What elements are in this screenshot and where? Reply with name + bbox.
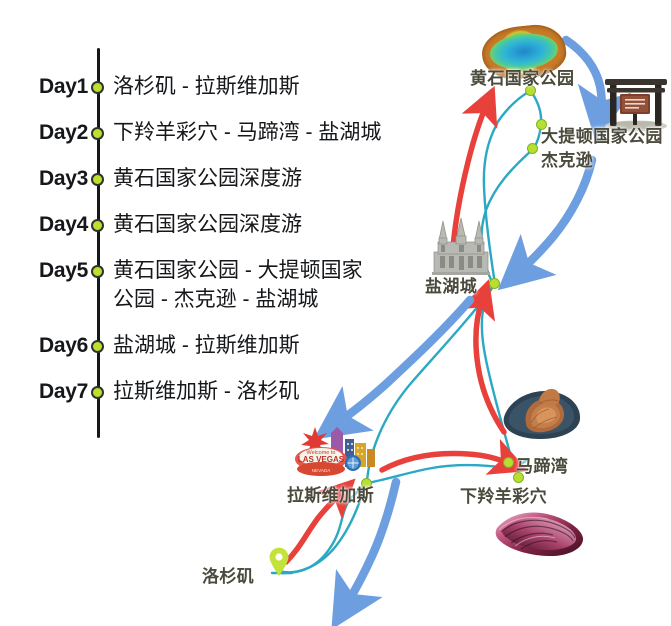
place-label-salt-lake-city: 盐湖城 bbox=[425, 277, 478, 296]
timeline-dot bbox=[91, 219, 104, 232]
day-label: Day2 bbox=[38, 121, 88, 144]
park-entrance-sign-icon bbox=[600, 74, 671, 132]
place-label-yellowstone: 黄石国家公园 bbox=[470, 69, 575, 88]
day-label: Day4 bbox=[38, 213, 88, 236]
itinerary-row-day6: Day6 盐湖城 - 拉斯维加斯 bbox=[0, 331, 420, 365]
arrow-yellowstone-to-teton bbox=[561, 35, 632, 142]
timeline-dot bbox=[91, 265, 104, 278]
day-route-text: 黄石国家公园深度游 bbox=[113, 167, 302, 190]
day-route-text: 洛杉矶 - 拉斯维加斯 bbox=[113, 75, 300, 98]
node-jackson[interactable] bbox=[527, 143, 538, 154]
day-route-text: 黄石国家公园深度游 bbox=[113, 213, 302, 236]
day-label: Day5 bbox=[38, 259, 88, 282]
node-yellowstone[interactable] bbox=[525, 85, 536, 96]
day-label: Day7 bbox=[38, 380, 88, 403]
timeline-dot bbox=[91, 173, 104, 186]
node-antelope-canyon[interactable] bbox=[513, 472, 524, 483]
itinerary-row-day4: Day4 黄石国家公园深度游 bbox=[0, 210, 420, 244]
day-route-text: 盐湖城 - 拉斯维加斯 bbox=[113, 334, 300, 357]
itinerary-row-day5: Day5 黄石国家公园 - 大提顿国家 公园 - 杰克逊 - 盐湖城 bbox=[0, 256, 420, 318]
day-label: Day3 bbox=[38, 167, 88, 190]
horseshoe-bend-icon bbox=[499, 383, 585, 441]
arrow-slc-to-yellowstone bbox=[449, 85, 498, 263]
arrow-canyon-to-slc bbox=[458, 279, 507, 435]
grand-prismatic-spring-icon bbox=[479, 21, 569, 83]
node-grand-teton[interactable] bbox=[536, 119, 547, 130]
day-label: Day1 bbox=[38, 75, 88, 98]
day-route-text: 下羚羊彩穴 - 马蹄湾 - 盐湖城 bbox=[113, 121, 382, 144]
day-route-text-line2: 公园 - 杰克逊 - 盐湖城 bbox=[113, 288, 319, 311]
timeline-dot bbox=[91, 386, 104, 399]
day-route-text: 拉斯维加斯 - 洛杉矶 bbox=[113, 380, 300, 403]
salt-lake-temple-icon bbox=[428, 218, 494, 276]
place-label-grand-teton: 大提顿国家公园 bbox=[541, 127, 663, 146]
antelope-canyon-icon bbox=[493, 506, 585, 560]
timeline-dot bbox=[91, 127, 104, 140]
itinerary-row-day1: Day1 洛杉矶 - 拉斯维加斯 bbox=[0, 72, 420, 106]
itinerary-panel: Day1 洛杉矶 - 拉斯维加斯 Day2 下羚羊彩穴 - 马蹄湾 - 盐湖城 … bbox=[0, 48, 420, 438]
itinerary-row-day7: Day7 拉斯维加斯 - 洛杉矶 bbox=[0, 377, 420, 411]
day-route-text: 黄石国家公园 - 大提顿国家 bbox=[113, 259, 363, 282]
timeline-dot bbox=[91, 81, 104, 94]
timeline-axis bbox=[97, 48, 100, 438]
arrow-jackson-to-slc bbox=[497, 155, 597, 291]
timeline-dot bbox=[91, 340, 104, 353]
place-label-horseshoe-bend: 马蹄湾 bbox=[516, 457, 569, 476]
node-horseshoe-bend[interactable] bbox=[503, 457, 514, 468]
node-salt-lake-city[interactable] bbox=[489, 278, 500, 289]
place-label-antelope-canyon: 下羚羊彩穴 bbox=[460, 487, 547, 506]
place-label-jackson: 杰克逊 bbox=[541, 151, 594, 170]
itinerary-row-day3: Day3 黄石国家公园深度游 bbox=[0, 164, 420, 198]
itinerary-row-day2: Day2 下羚羊彩穴 - 马蹄湾 - 盐湖城 bbox=[0, 118, 420, 152]
day-label: Day6 bbox=[38, 334, 88, 357]
